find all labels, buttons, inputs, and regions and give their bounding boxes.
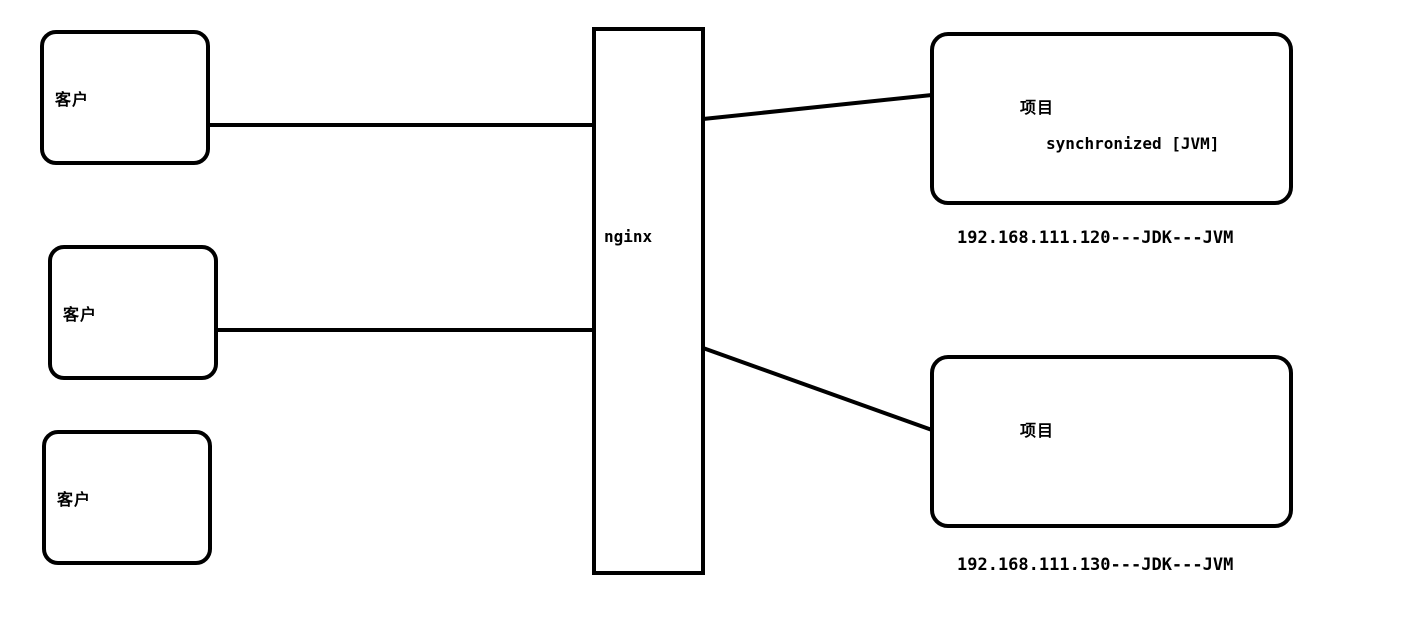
server-subtitle-1: synchronized [JVM] bbox=[1046, 134, 1220, 153]
connector-nginx-server2 bbox=[702, 346, 933, 432]
client-label-1: 客户 bbox=[55, 89, 90, 109]
server-caption-1: 192.168.111.120---JDK---JVM bbox=[957, 228, 1234, 248]
nginx-label: nginx bbox=[604, 227, 653, 246]
server-box-1: 项目 synchronized [JVM] bbox=[930, 32, 1293, 205]
nginx-box: nginx bbox=[592, 27, 705, 575]
connector-nginx-server1 bbox=[702, 93, 933, 121]
client-label-2: 客户 bbox=[63, 304, 98, 324]
client-box-1: 客户 bbox=[40, 30, 210, 165]
server-box-2: 项目 bbox=[930, 355, 1293, 528]
client-label-3: 客户 bbox=[57, 489, 92, 509]
client-box-3: 客户 bbox=[42, 430, 212, 565]
server-caption-2: 192.168.111.130---JDK---JVM bbox=[957, 555, 1234, 575]
server-title-2: 项目 bbox=[1020, 421, 1055, 440]
client-box-2: 客户 bbox=[48, 245, 218, 380]
server-title-1: 项目 bbox=[1020, 98, 1055, 117]
